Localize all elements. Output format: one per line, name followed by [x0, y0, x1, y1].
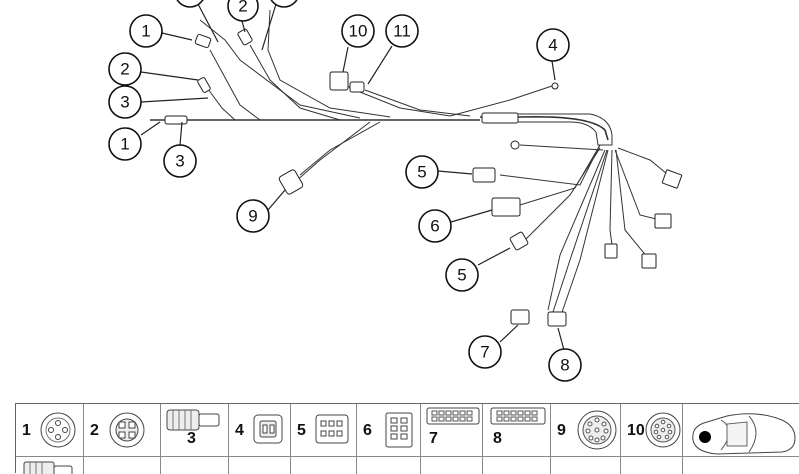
legend-number: 2 — [90, 422, 99, 439]
harness-wires — [150, 9, 683, 327]
svg-text:10: 10 — [349, 22, 368, 41]
legend-number: 7 — [429, 430, 438, 447]
callout-partial-top-right — [270, 0, 298, 8]
callout-7[interactable]: 7 — [468, 335, 502, 369]
svg-text:3: 3 — [120, 93, 129, 112]
legend-row-top: 1 2 3 4 — [16, 404, 799, 457]
legend-cell-8[interactable]: 8 — [483, 404, 551, 456]
callout-6[interactable]: 6 — [418, 209, 452, 243]
callout-3-lower[interactable]: 3 — [163, 144, 197, 178]
legend-cell-bottom-2 — [84, 456, 161, 474]
svg-text:5: 5 — [417, 163, 426, 182]
callout-1-upper[interactable]: 1 — [129, 14, 163, 48]
legend-cell-bottom-8 — [483, 456, 551, 474]
svg-text:7: 7 — [480, 343, 489, 362]
callout-3-left[interactable]: 3 — [108, 85, 142, 119]
legend-cell-bottom-5 — [291, 456, 357, 474]
legend-number: 8 — [493, 430, 502, 447]
legend-cell-1[interactable]: 1 — [16, 404, 84, 456]
flat-connector-12pin-alt-icon — [490, 407, 546, 425]
legend-cell-bottom-3 — [161, 456, 229, 474]
svg-text:2: 2 — [120, 60, 129, 79]
legend-cell-bottom-6 — [357, 456, 421, 474]
svg-text:1: 1 — [141, 22, 150, 41]
legend-number: 1 — [22, 422, 31, 439]
callout-leaders — [140, 3, 565, 351]
legend-number: 6 — [363, 422, 372, 439]
legend-cell-2[interactable]: 2 — [84, 404, 161, 456]
callout-bubbles: 1 2 2 3 1 3 10 11 4 5 6 5 9 7 8 — [108, 0, 582, 382]
legend-number: 9 — [557, 422, 566, 439]
svg-text:6: 6 — [430, 217, 439, 236]
legend-cell-bottom-10 — [621, 456, 683, 474]
legend-cell-bottom-9 — [551, 456, 621, 474]
inline-plug-icon — [166, 409, 220, 431]
round-connector-4pin-large-icon — [109, 412, 145, 448]
legend-cell-4[interactable]: 4 — [229, 404, 291, 456]
callout-9[interactable]: 9 — [236, 199, 270, 233]
flat-connector-12pin-icon — [426, 407, 480, 425]
svg-text:11: 11 — [393, 22, 411, 41]
legend-number: 5 — [297, 422, 306, 439]
callout-8[interactable]: 8 — [548, 348, 582, 382]
legend-cell-10[interactable]: 10 — [621, 404, 683, 456]
callout-1-lower[interactable]: 1 — [108, 127, 142, 161]
callout-11[interactable]: 11 — [385, 14, 419, 48]
legend-number: 4 — [235, 422, 244, 439]
callout-partial-top-left — [176, 0, 204, 8]
legend-row-bottom — [16, 456, 799, 474]
legend-cell-6[interactable]: 6 — [357, 404, 421, 456]
callout-2-upper[interactable]: 2 — [227, 0, 259, 22]
svg-text:4: 4 — [548, 36, 557, 55]
legend-cell-bottom-4 — [229, 456, 291, 474]
svg-text:9: 9 — [248, 207, 257, 226]
legend-cell-3[interactable]: 3 — [161, 404, 229, 456]
svg-text:3: 3 — [175, 152, 184, 171]
callout-4[interactable]: 4 — [536, 28, 570, 62]
rect-connector-2pin-icon — [253, 414, 283, 444]
round-connector-multipin-icon — [577, 410, 617, 450]
legend-number: 3 — [187, 430, 196, 447]
svg-text:1: 1 — [120, 135, 129, 154]
legend-cell-9[interactable]: 9 — [551, 404, 621, 456]
legend-cell-7[interactable]: 7 — [421, 404, 483, 456]
legend-number: 10 — [627, 422, 645, 439]
legend-cell-5[interactable]: 5 — [291, 404, 357, 456]
legend-cell-bottom-1 — [16, 456, 84, 474]
rect-connector-8pin-icon — [385, 412, 413, 448]
connector-legend-table: 1 2 3 4 — [15, 403, 799, 474]
callout-2-left[interactable]: 2 — [108, 52, 142, 86]
svg-text:5: 5 — [457, 266, 466, 285]
svg-text:8: 8 — [560, 356, 569, 375]
legend-cell-bottom-7 — [421, 456, 483, 474]
legend-cell-car[interactable] — [683, 404, 799, 456]
rect-connector-6pin-icon — [315, 414, 349, 444]
inline-plug-partial-icon — [23, 461, 73, 474]
svg-text:2: 2 — [238, 0, 247, 16]
callout-5-upper[interactable]: 5 — [405, 155, 439, 189]
callout-5-lower[interactable]: 5 — [445, 258, 479, 292]
round-connector-4pin-icon — [40, 412, 76, 448]
round-connector-multipin-large-icon — [645, 412, 681, 448]
car-location-icon — [692, 413, 796, 455]
callout-10[interactable]: 10 — [341, 14, 375, 48]
